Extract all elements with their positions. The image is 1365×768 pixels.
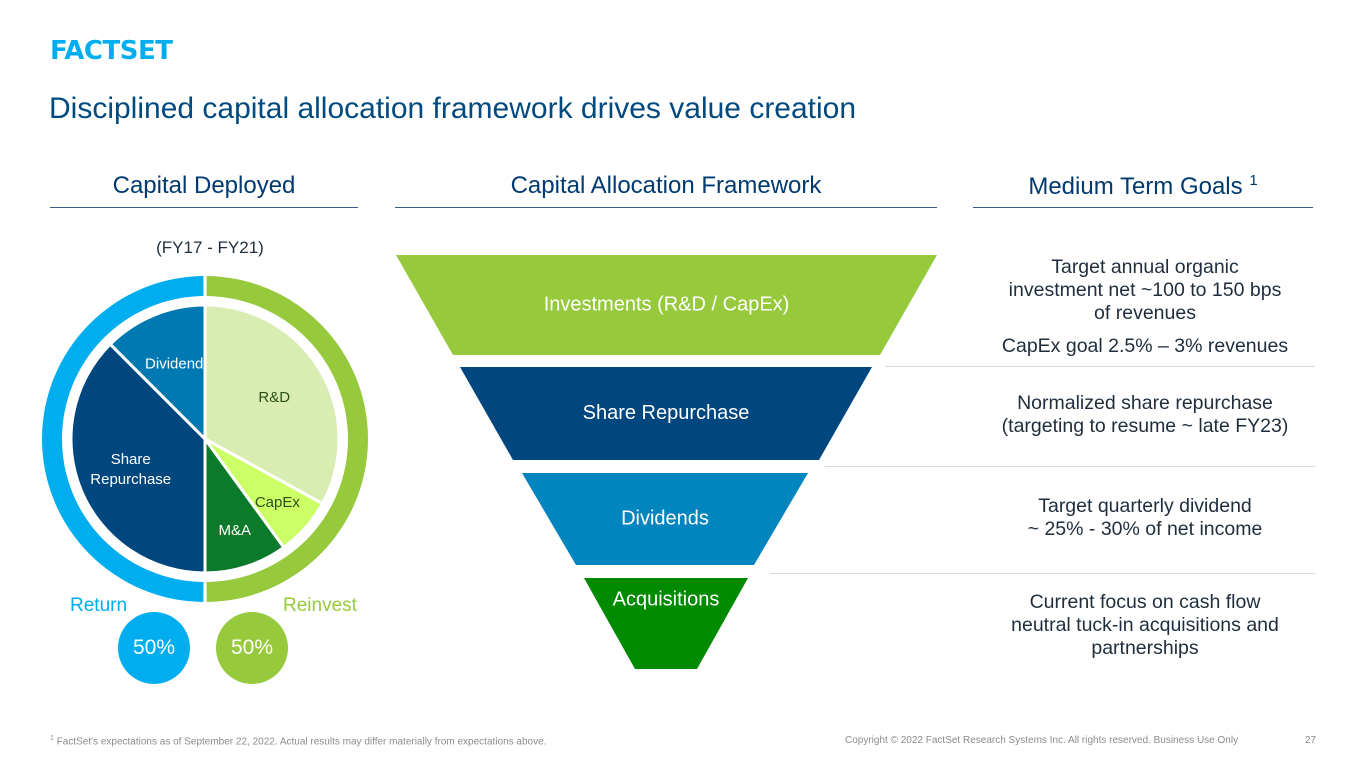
pie-label-capex: CapEx (255, 494, 301, 511)
funnel-tier-share-repurchase (460, 367, 872, 460)
pie-label-r-d: R&D (258, 389, 290, 406)
funnel-label-investments-r-d-capex: Investments (R&D / CapEx) (544, 293, 790, 315)
outer-ring-return (42, 276, 204, 602)
goal-dividend-line: Target quarterly dividend (1038, 495, 1252, 517)
footnote: 1 FactSet's expectations as of September… (50, 735, 546, 747)
rule-left (50, 207, 358, 208)
pie-slice-r-d (203, 303, 341, 506)
return-label: Return (70, 595, 128, 616)
goal-investments-line: of revenues (1094, 302, 1196, 324)
goal-share-line: (targeting to resume ~ late FY23) (1001, 415, 1289, 437)
goal-investments-line: Target annual organic (1051, 256, 1239, 278)
reinvest-percent-badge: 50% (216, 612, 288, 684)
goal-share-line: Normalized share repurchase (1017, 392, 1273, 414)
factset-logo: FACTSET (50, 36, 173, 66)
goal-share-repurchase: Normalized share repurchase (targeting t… (975, 392, 1315, 438)
goal-acquisitions: Current focus on cash flow neutral tuck-… (975, 591, 1315, 660)
allocation-funnel: Investments (R&D / CapEx) Share Repurchas… (396, 255, 937, 669)
funnel-tier-acquisitions (584, 578, 748, 669)
copyright: Copyright © 2022 FactSet Research System… (845, 735, 1239, 746)
funnel-tier-dividends (522, 473, 808, 565)
pie-slice-share-repurchase (69, 342, 207, 575)
funnel-label-share-repurchase: Share Repurchase (583, 402, 750, 424)
pie-label-m-a: M&A (219, 522, 252, 539)
col-head-capital-deployed: Capital Deployed (112, 172, 296, 199)
funnel-tier-investments-r-d-capex (396, 255, 937, 355)
goal-separator (770, 573, 1315, 574)
goals-heading-sup: 1 (1249, 172, 1258, 189)
col-head-goals: Medium Term Goals 1 (973, 172, 1313, 201)
footnote-marker: 1 (50, 735, 54, 742)
goal-dividend-line: ~ 25% - 30% of net income (1027, 518, 1263, 540)
rule-right (973, 207, 1313, 208)
goal-investments-line: investment net ~100 to 150 bps (1008, 279, 1282, 301)
col-head-framework: Capital Allocation Framework (510, 172, 822, 199)
rule-middle (395, 207, 937, 208)
footnote-text: FactSet's expectations as of September 2… (56, 736, 547, 748)
pie-label-dividend: Dividend (145, 356, 203, 373)
reinvest-label: Reinvest (283, 595, 357, 616)
pie-slice-dividend (108, 303, 207, 443)
return-percent-badge: 50% (118, 612, 190, 684)
goals-heading-text: Medium Term Goals (1028, 173, 1243, 200)
funnel-label-acquisitions: Acquisitions (613, 588, 720, 610)
goal-separator (885, 366, 1315, 367)
page-number: 27 (1305, 735, 1317, 746)
goal-dividends: Target quarterly dividend ~ 25% - 30% of… (975, 495, 1315, 541)
outer-ring-reinvest (206, 276, 368, 602)
goal-acq-line: Current focus on cash flow (1029, 591, 1261, 613)
goal-acq-line: neutral tuck-in acquisitions and (1011, 614, 1279, 636)
page-title: Disciplined capital allocation framework… (49, 92, 857, 125)
goal-investments: Target annual organic investment net ~10… (975, 256, 1315, 358)
goal-acq-line: partnerships (1091, 637, 1199, 659)
goal-capex: CapEx goal 2.5% – 3% revenues (1001, 335, 1289, 357)
chart-subtitle: (FY17 - FY21) (156, 238, 264, 257)
pie-slice-m-a (203, 434, 286, 575)
funnel-label-dividends: Dividends (621, 507, 709, 529)
goal-separator (825, 466, 1315, 467)
